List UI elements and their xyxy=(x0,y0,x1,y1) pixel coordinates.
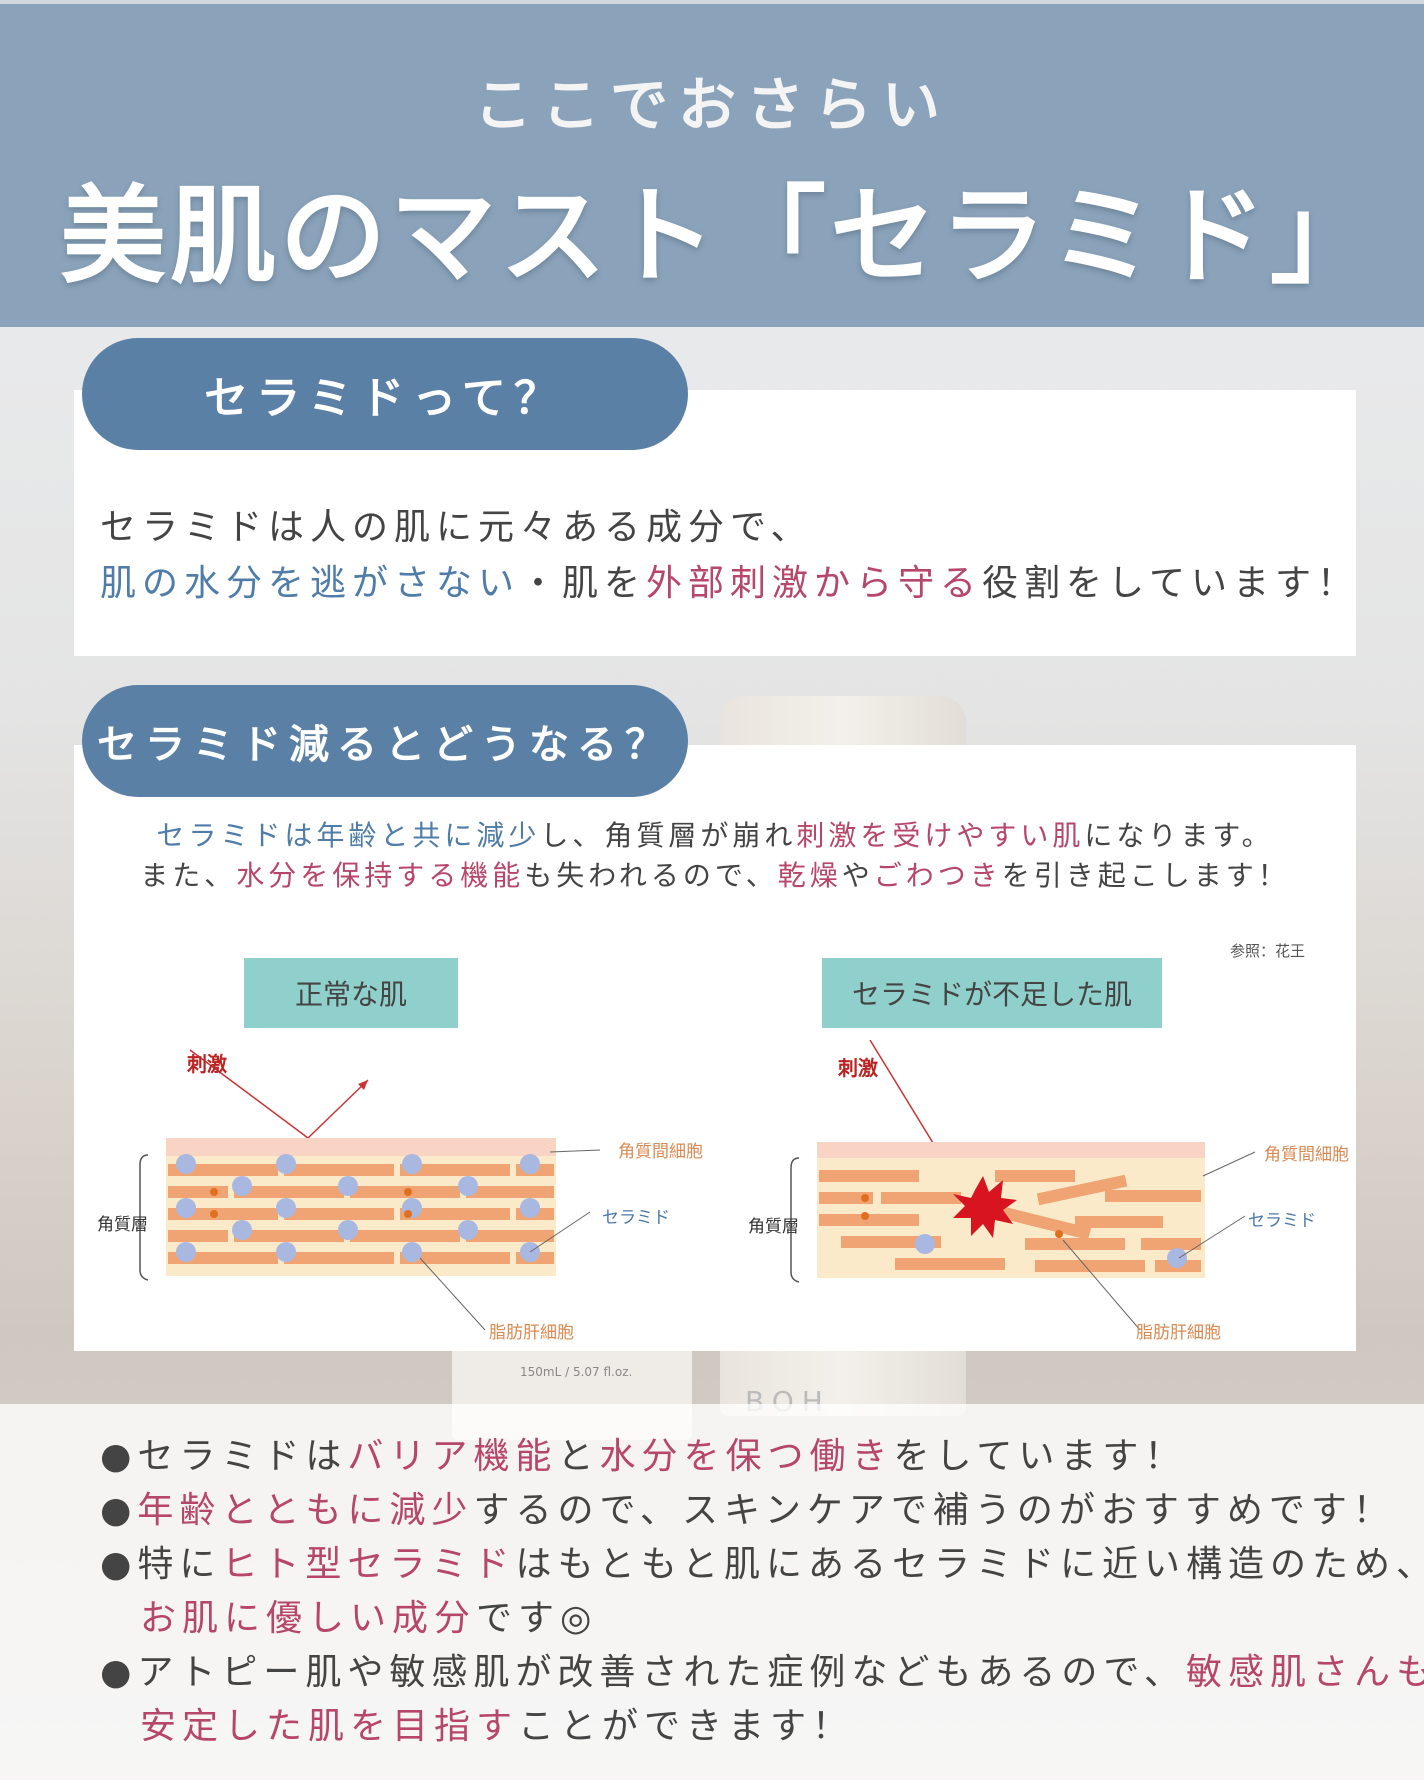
summary-1-barrier: バリア機能 xyxy=(347,1436,558,1477)
summary-2-pre: ● xyxy=(100,1490,138,1531)
summary-4-pre: ●アトピー肌や敏感肌が改善された症例などもあるので、 xyxy=(100,1652,1186,1693)
lipid-label-deficient: 脂肪肝細胞 xyxy=(1136,1323,1221,1343)
decrease-highlight-sensitive: 刺激を受けやすい肌 xyxy=(796,819,1085,852)
summary-item-4-cont: 安定した肌を目指すことができます！ xyxy=(100,1700,1424,1754)
summary-item-3-cont: お肌に優しい成分です◎ xyxy=(100,1592,1424,1646)
deficient-skin-diagram xyxy=(790,1040,1256,1331)
summary-2-decrease: 年齢とともに減少 xyxy=(137,1490,474,1531)
summary-1-mid: と xyxy=(557,1436,600,1477)
deficient-skin-label: セラミドが不足した肌 xyxy=(822,958,1162,1028)
decrease-highlight-roughness: ごわつき xyxy=(873,859,1002,892)
definition-connector: ・肌を xyxy=(520,563,647,604)
decrease-explanation: セラミドは年齢と共に減少し、角質層が崩れ刺激を受けやすい肌になります。 また、水… xyxy=(100,816,1330,896)
corneocyte-label-normal: 角質間細胞 xyxy=(618,1142,703,1162)
section-pill-what-is-ceramide: セラミドって？ xyxy=(82,338,688,450)
summary-1-end: をしています！ xyxy=(893,1436,1187,1477)
summary-item-2: ●年齢とともに減少するので、スキンケアで補うのがおすすめです！ xyxy=(100,1484,1424,1538)
ceramide-label-deficient: セラミド xyxy=(1248,1211,1316,1231)
stimulus-label-normal: 刺激 xyxy=(187,1052,227,1076)
section-pill-decrease: セラミド減るとどうなる？ xyxy=(82,685,688,797)
summary-1-pre: ●セラミドは xyxy=(100,1436,348,1477)
corneocyte-label-deficient: 角質間細胞 xyxy=(1264,1145,1349,1165)
summary-3-gentle: お肌に優しい成分 xyxy=(140,1598,477,1639)
summary-2-end: するので、スキンケアで補うのがおすすめです！ xyxy=(473,1490,1395,1531)
stimulus-label-deficient: 刺激 xyxy=(838,1056,878,1080)
header-subtitle: ここでおさらい xyxy=(473,71,950,139)
definition-line-1: セラミドは人の肌に元々ある成分で、 xyxy=(100,507,813,548)
stratum-label-normal: 角質層 xyxy=(97,1215,148,1235)
decrease-line2-ya: や xyxy=(841,859,874,892)
summary-1-moisture: 水分を保つ働き xyxy=(599,1436,894,1477)
lipid-label-normal: 脂肪肝細胞 xyxy=(489,1323,574,1343)
summary-list: ●セラミドはバリア機能と水分を保つ働きをしています！ ●年齢とともに減少するので… xyxy=(100,1430,1424,1754)
decrease-highlight-dryness: 乾燥 xyxy=(777,859,842,892)
normal-skin-label: 正常な肌 xyxy=(244,958,458,1028)
summary-3-cont-end: です◎ xyxy=(476,1598,598,1639)
page-title: 美肌のマスト「セラミド」 xyxy=(60,175,1380,298)
reference-note: 参照：花王 xyxy=(1230,942,1306,960)
decrease-line2-start: また、 xyxy=(140,859,237,892)
definition-highlight-protect: 外部刺激から守る xyxy=(646,563,983,604)
summary-item-3: ●特にヒト型セラミドはもともと肌にあるセラミドに近い構造のため、 xyxy=(100,1538,1424,1592)
summary-item-1: ●セラミドはバリア機能と水分を保つ働きをしています！ xyxy=(100,1430,1424,1484)
summary-4-stable: 安定した肌を目指す xyxy=(140,1706,519,1747)
decrease-text-end: になります。 xyxy=(1084,819,1274,852)
summary-panel xyxy=(0,1404,1424,1780)
summary-item-4: ●アトピー肌や敏感肌が改善された症例などもあるので、敏感肌さんも xyxy=(100,1646,1424,1700)
header-banner xyxy=(0,0,1424,327)
summary-4-cont-end: ことができます！ xyxy=(518,1706,855,1747)
ceramide-definition-text: セラミドは人の肌に元々ある成分で、 肌の水分を逃がさない・肌を外部刺激から守る役… xyxy=(100,500,1359,612)
decrease-text: し、角質層が崩れ xyxy=(540,819,797,852)
decrease-highlight-function: 水分を保持する機能 xyxy=(236,859,525,892)
summary-3-human-ceramide: ヒト型セラミド xyxy=(221,1544,516,1585)
decrease-highlight-age: セラミドは年齢と共に減少 xyxy=(156,819,541,852)
ceramide-label-normal: セラミド xyxy=(602,1208,670,1228)
stratum-label-deficient: 角質層 xyxy=(748,1217,799,1237)
summary-3-end: はもともと肌にあるセラミドに近い構造のため、 xyxy=(515,1544,1424,1585)
definition-line-2-end: 役割をしています！ xyxy=(982,563,1359,604)
definition-highlight-moisture: 肌の水分を逃がさない xyxy=(100,563,521,604)
decrease-line2-mid: も失われるので、 xyxy=(524,859,778,892)
decrease-line2-end: を引き起こします！ xyxy=(1001,859,1290,892)
summary-3-pre: ●特に xyxy=(100,1544,222,1585)
summary-4-sensitive: 敏感肌さんも xyxy=(1185,1652,1424,1693)
bottle-volume-text: 150mL / 5.07 fl.oz. xyxy=(520,1365,633,1379)
normal-skin-diagram xyxy=(139,1049,601,1331)
